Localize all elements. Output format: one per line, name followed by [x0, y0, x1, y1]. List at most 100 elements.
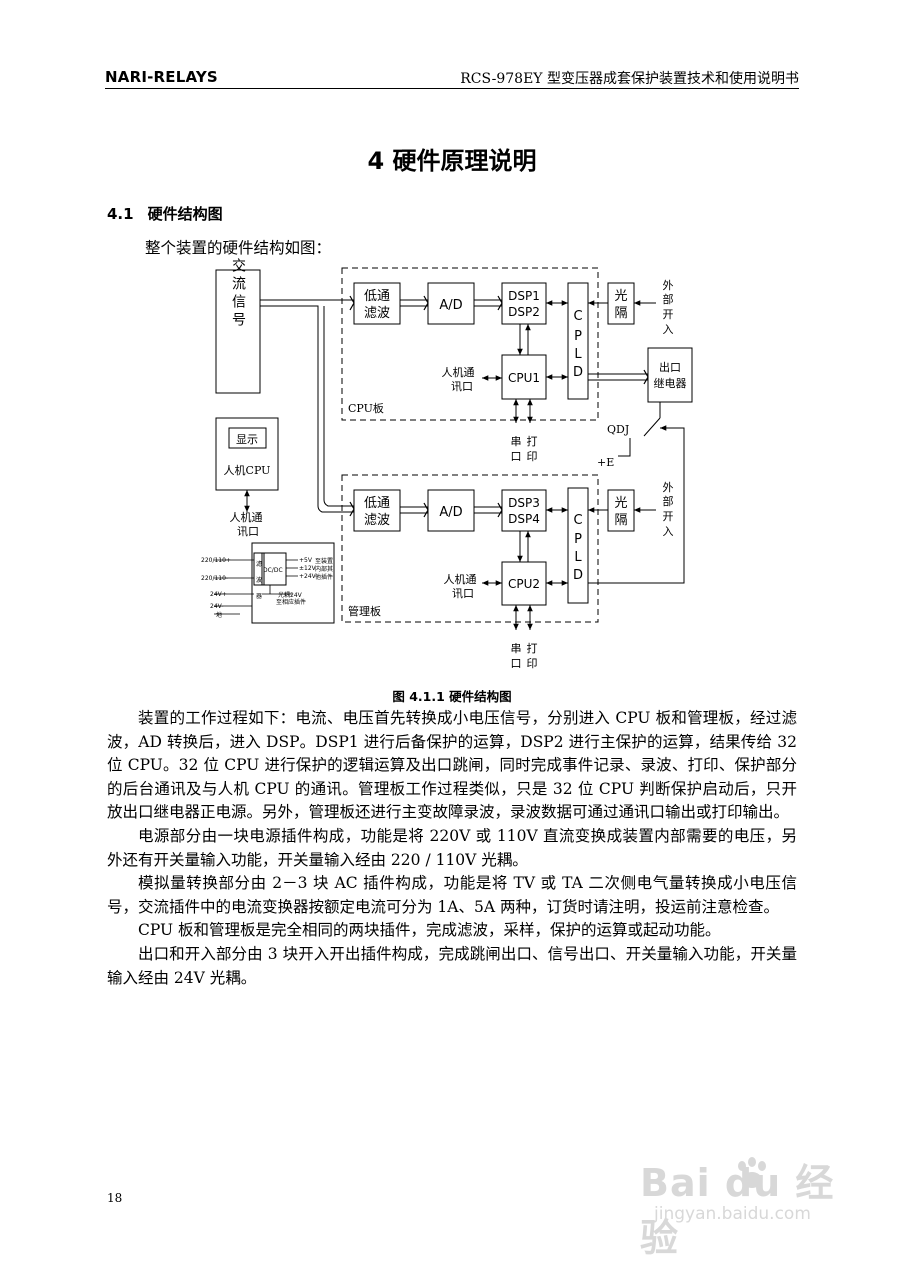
lpf-box-2: [353, 489, 401, 532]
power-filter: 滤: [256, 560, 262, 568]
cpld-label-1d: D: [573, 365, 583, 380]
lpf-label-1b: 滤波: [364, 306, 390, 321]
watermark: Bai du 经验 jingyan.baidu.com: [640, 1150, 870, 1260]
ext-input-2c: 开: [663, 510, 674, 523]
dcdc-box: [261, 552, 287, 586]
opto-label-2a: 光: [614, 496, 627, 511]
power-opto-note1: 光耦24V: [278, 591, 303, 599]
power-in1: 220/110+: [201, 557, 231, 564]
power-dcdc: DC/DC: [263, 567, 283, 574]
hmi-comm-2b: 讯口: [237, 525, 259, 538]
hmi-comm-2a: 人机通: [230, 510, 263, 524]
power-v3: +24V: [299, 573, 317, 580]
filter-box: [253, 552, 265, 586]
ext-input-1a: 外: [663, 279, 674, 292]
ad-label-2: A/D: [439, 505, 462, 520]
section-title: 硬件结构图: [147, 205, 223, 223]
opto-label-2b: 隔: [614, 513, 627, 528]
out-relay-a: 出口: [659, 360, 681, 374]
ext-input-1b: 部: [663, 292, 674, 306]
ext-input-1c: 开: [663, 308, 674, 321]
plus-e-label: +E: [597, 456, 614, 469]
cpld-label-2c: C: [573, 513, 582, 528]
ac-signal-box: [215, 269, 261, 394]
serial-1b: 口: [511, 450, 522, 463]
header-brand: NARI-RELAYS: [105, 68, 218, 86]
print-1b: 印: [527, 450, 538, 463]
power-note3: 他插件: [315, 573, 333, 581]
ad-label-1: A/D: [439, 298, 462, 313]
ext-input-2d: 入: [663, 525, 674, 538]
mgmt-board-label: 管理板: [348, 604, 381, 618]
cpu1-label: CPU1: [508, 371, 540, 385]
hmi-comm-3b: 讯口: [452, 587, 474, 600]
power-in2: 220/110-: [201, 575, 228, 582]
cpld-label-1c: C: [573, 309, 582, 324]
header-doc-title: RCS-978EY 型变压器成套保护装置技术和使用说明书: [460, 71, 799, 87]
ext-input-1d: 入: [663, 323, 674, 336]
out-relay-b: 继电器: [654, 377, 687, 390]
power-module-box: [251, 542, 335, 624]
body-text: 装置的工作过程如下：电流、电压首先转换成小电压信号，分别进入 CPU 板和管理板…: [107, 707, 797, 990]
intro-text: 整个装置的硬件结构如图：: [145, 239, 332, 257]
paragraph-1: 装置的工作过程如下：电流、电压首先转换成小电压信号，分别进入 CPU 板和管理板…: [107, 709, 797, 822]
paragraph-5: 出口和开入部分由 3 块开入开出插件构成，完成跳闸出口、信号出口、开关量输入功能…: [107, 944, 797, 987]
print-2a: 打: [527, 641, 538, 655]
print-2b: 印: [527, 657, 538, 670]
cpld-label-2d: D: [573, 568, 583, 583]
power-v2: ±12V: [299, 565, 317, 572]
paragraph-2: 电源部分由一块电源插件构成，功能是将 220V 或 110V 直流变换成装置内部…: [107, 826, 797, 869]
hmi-comm-1a: 人机通: [442, 365, 475, 379]
cpld-label-1p: P: [574, 329, 582, 344]
cpld-label-2p: P: [574, 532, 582, 547]
ac-bus: [260, 299, 354, 513]
power-box: 器: [256, 593, 262, 600]
hmi-comm-1b: 讯口: [451, 380, 473, 393]
watermark-url: jingyan.baidu.com: [654, 1204, 811, 1224]
opto-label-1a: 光: [614, 289, 627, 304]
power-note1: 至装置: [315, 557, 333, 565]
display-label: 显示: [236, 433, 258, 446]
cpu2-label: CPU2: [508, 577, 540, 591]
ac-signal-label: 交流信号: [230, 257, 246, 330]
cpld-label-1l: L: [574, 347, 582, 362]
ext-input-2b: 部: [663, 494, 674, 508]
hmi-cpu-box: [215, 417, 279, 491]
dsp4-label: DSP4: [508, 512, 540, 526]
watermark-logo: Bai du 经验: [640, 1161, 835, 1260]
power-in5: 地: [216, 611, 222, 619]
page-number: 18: [107, 1191, 123, 1205]
power-v1: +5V: [299, 557, 313, 564]
power-wave: 波: [256, 576, 262, 584]
header-rule: [105, 88, 799, 89]
dsp1-label: DSP1: [508, 289, 540, 303]
print-1a: 打: [527, 434, 538, 448]
paragraph-3: 模拟量转换部分由 2－3 块 AC 插件构成，功能是将 TV 或 TA 二次侧电…: [107, 874, 797, 916]
paw-icon: [738, 1157, 766, 1188]
qdj-loop: [588, 427, 685, 584]
paragraph-4: CPU 板和管理板是完全相同的两块插件，完成滤波，采样，保护的运算或起动功能。: [138, 921, 721, 940]
hmi-cpu-label: 人机CPU: [224, 463, 271, 477]
lpf-label-2b: 滤波: [364, 513, 390, 528]
opto-label-1b: 隔: [614, 306, 627, 321]
lpf-label-2a: 低通: [364, 496, 390, 511]
cpld-label-2l: L: [574, 550, 582, 565]
serial-2b: 口: [511, 657, 522, 670]
hardware-block-diagram: 交流信号 低通 滤波 A/D DSP1 DSP2 C P L D 光 隔 外 部…: [201, 257, 693, 670]
cpld-box-2: [567, 487, 589, 604]
display-box: [228, 427, 267, 449]
power-in3: 24V+: [210, 591, 227, 598]
figure-caption: 图 4.1.1 硬件结构图: [392, 689, 512, 704]
serial-1a: 串: [511, 435, 522, 448]
chapter-title: 4 硬件原理说明: [367, 147, 537, 175]
ext-input-2a: 外: [663, 481, 674, 494]
mgmt-board-frame: [341, 474, 599, 623]
lpf-label-1a: 低通: [364, 289, 390, 304]
power-opto-note2: 至相应插件: [276, 598, 306, 606]
cpu-board-label: CPU板: [348, 401, 384, 415]
power-note2: 内部其: [315, 565, 333, 573]
dsp3-label: DSP3: [508, 496, 540, 510]
power-in4: 24V-: [210, 603, 224, 610]
serial-2a: 串: [511, 642, 522, 655]
